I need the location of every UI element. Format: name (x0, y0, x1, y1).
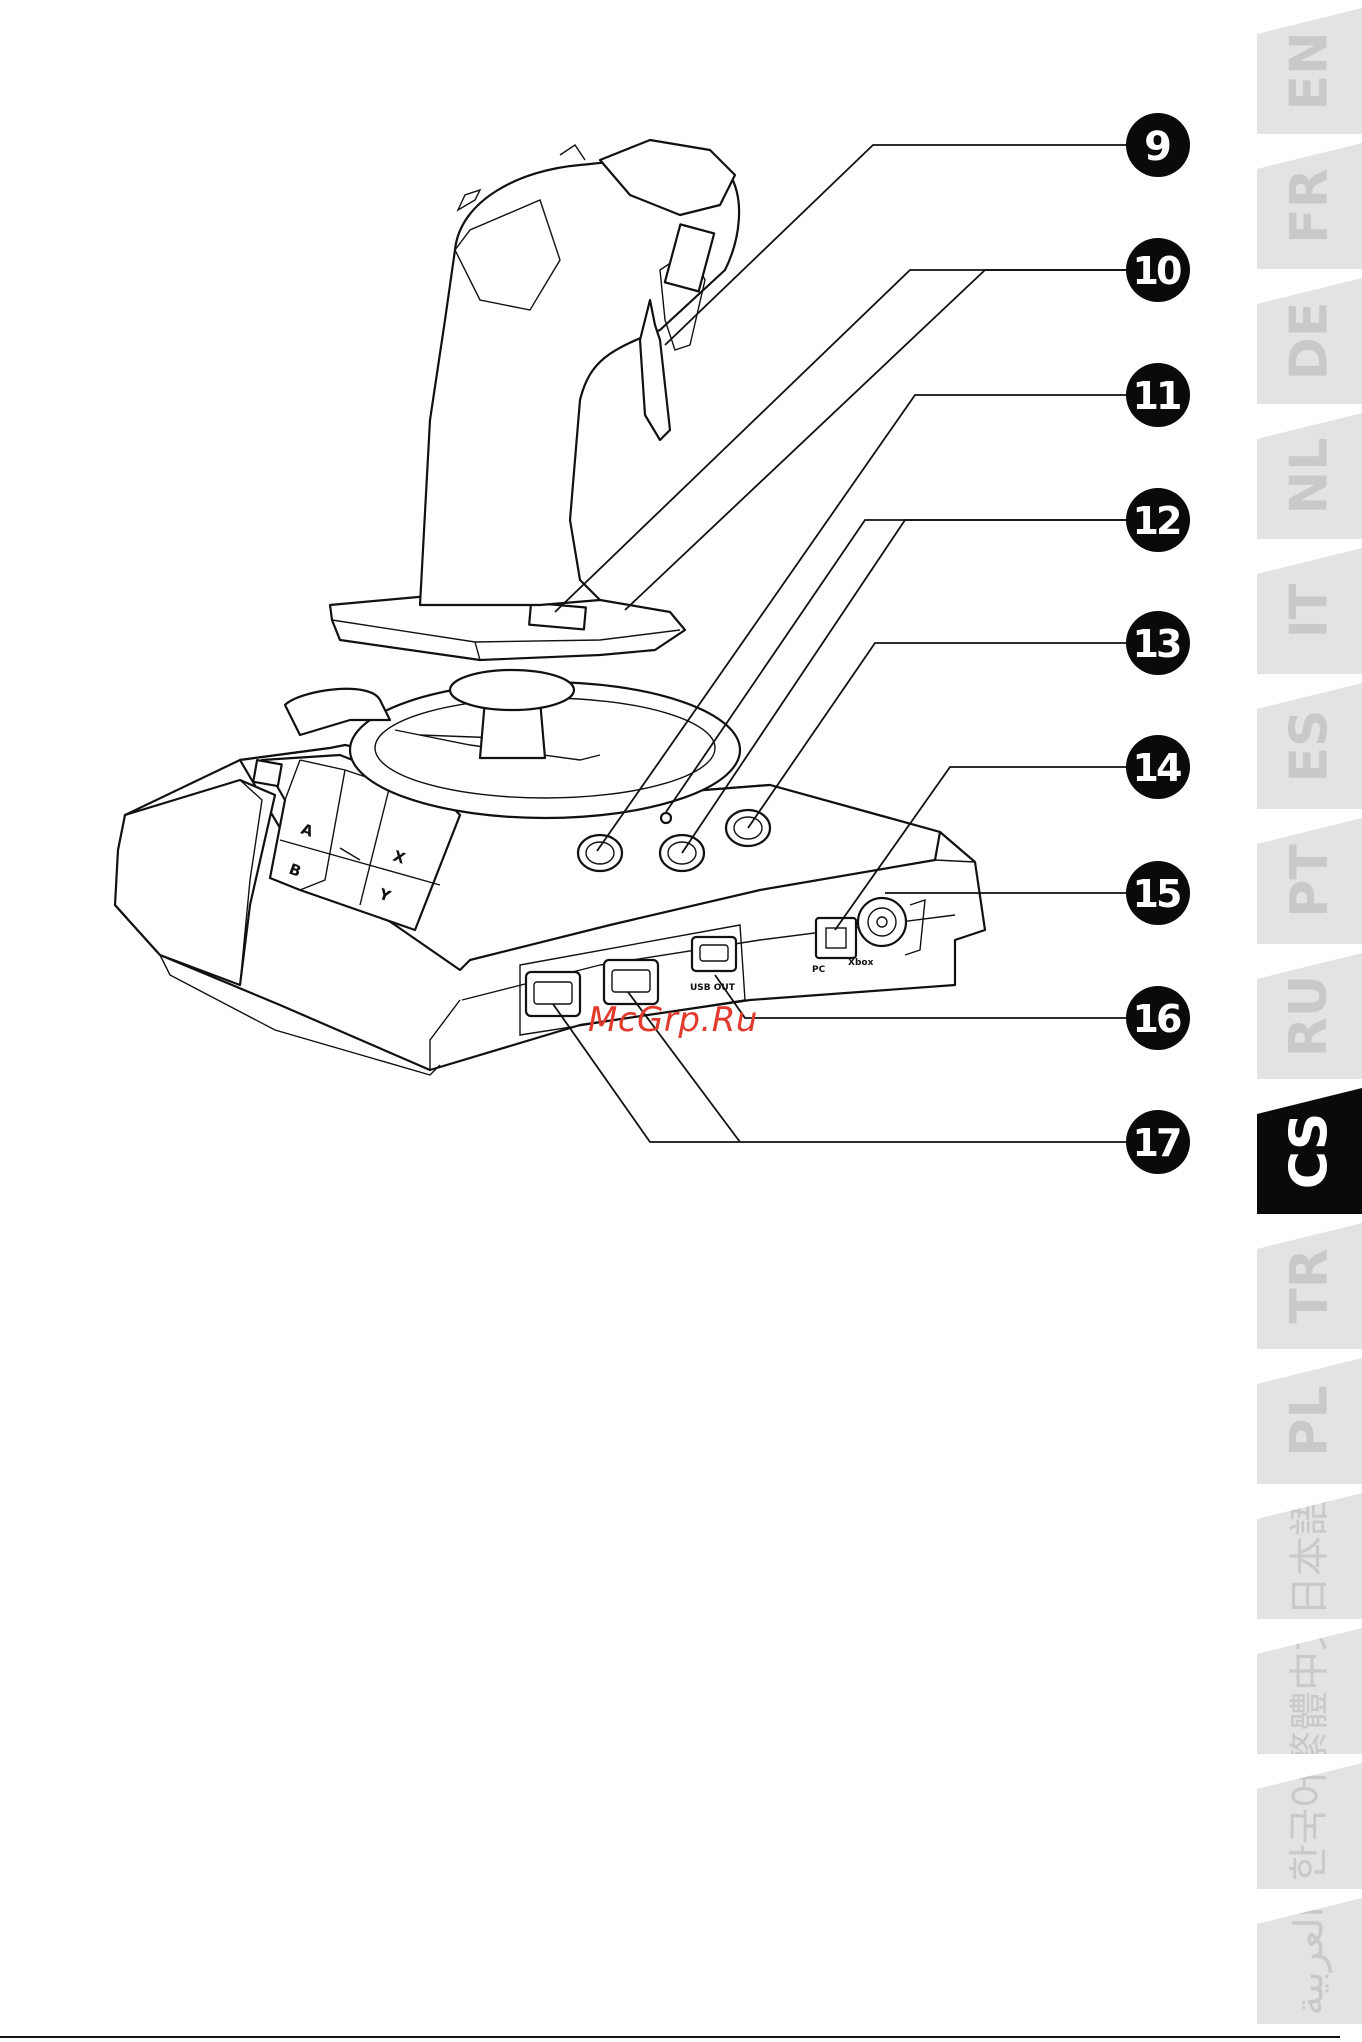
lang-tab-it[interactable]: IT (1257, 548, 1362, 674)
joystick-illustration: A B X Y (115, 140, 985, 1075)
callout-14: 14 (1126, 735, 1190, 799)
callout-15-label: 15 (1133, 872, 1180, 916)
callout-10: 10 (1126, 238, 1190, 302)
lang-tab-ru[interactable]: RU (1257, 953, 1362, 1079)
pc-label: PC (812, 965, 826, 975)
lang-tab-nl[interactable]: NL (1257, 413, 1362, 539)
led-indicator (661, 813, 671, 823)
lang-tab-cs[interactable]: CS (1257, 1088, 1362, 1214)
lang-tab-pt[interactable]: PT (1257, 818, 1362, 944)
lang-tab-pl[interactable]: PL (1257, 1358, 1362, 1484)
callout-14-label: 14 (1133, 746, 1181, 790)
callout-9-label: 9 (1144, 124, 1172, 170)
lang-tab-zh-tw[interactable]: 繁體中文 (1257, 1628, 1362, 1754)
lang-tab-label: FR (1284, 168, 1336, 244)
usb-out-port (692, 937, 736, 971)
lang-tab-label: NL (1284, 438, 1336, 515)
xbox-label: Xbox (848, 958, 874, 968)
bottom-rule (0, 2036, 1340, 2038)
callout-17-label: 17 (1133, 1121, 1180, 1165)
watermark: McGrp.Ru (588, 1000, 758, 1040)
lang-tab-label: CS (1283, 1113, 1335, 1190)
lang-tab-ja[interactable]: 日本語 (1257, 1493, 1362, 1619)
lang-tab-label: ES (1283, 710, 1335, 783)
callout-15: 15 (1126, 861, 1190, 925)
lang-tab-label: 繁體中文 (1290, 1611, 1330, 1771)
lang-tab-label: العربية (1290, 1906, 1330, 2015)
lang-tab-en[interactable]: EN (1257, 8, 1362, 134)
lang-tab-label: TR (1283, 1248, 1335, 1324)
grip-handle (420, 159, 739, 605)
lang-tab-label: EN (1283, 31, 1335, 110)
language-tabs: EN FR DE NL IT ES PT RU CS TR PL 日本語 繁體中… (1257, 0, 1362, 2042)
callout-13-label: 13 (1133, 622, 1180, 666)
callout-13: 13 (1126, 611, 1190, 675)
lang-tab-label: PT (1284, 844, 1336, 918)
lang-tab-de[interactable]: DE (1257, 278, 1362, 404)
lang-tab-label: DE (1284, 302, 1336, 381)
callout-9: 9 (1126, 113, 1190, 177)
callout-16-label: 16 (1133, 997, 1181, 1041)
lang-tab-es[interactable]: ES (1257, 683, 1362, 809)
lang-tab-fr[interactable]: FR (1257, 143, 1362, 269)
lang-tab-label: PL (1284, 1385, 1336, 1456)
callout-11-label: 11 (1133, 374, 1180, 418)
lang-tab-tr[interactable]: TR (1257, 1223, 1362, 1349)
callout-10-label: 10 (1133, 249, 1181, 293)
power-socket (858, 898, 906, 946)
callout-12: 12 (1126, 488, 1190, 552)
mode-switch (816, 918, 856, 958)
callout-12-label: 12 (1133, 499, 1180, 543)
lang-tab-label: IT (1283, 584, 1335, 639)
callout-16: 16 (1126, 986, 1190, 1050)
lang-tab-label: RU (1283, 975, 1335, 1057)
lang-tab-ar[interactable]: العربية (1257, 1898, 1362, 2024)
callout-17: 17 (1126, 1110, 1190, 1174)
lang-tab-label: 日本語 (1290, 1496, 1330, 1616)
lang-tab-label: 한국어 (1290, 1771, 1330, 1881)
callout-11: 11 (1126, 363, 1190, 427)
usb-out-label: USB OUT (690, 983, 736, 993)
base-button-left (578, 835, 622, 871)
lang-tab-ko[interactable]: 한국어 (1257, 1763, 1362, 1889)
